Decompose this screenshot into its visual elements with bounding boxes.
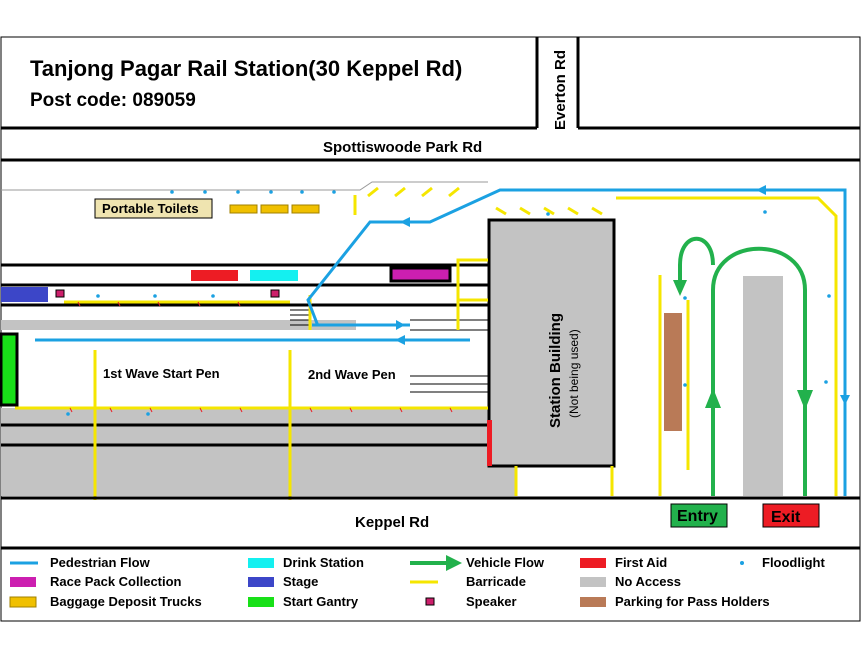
station-building-note: (Not being used)	[567, 329, 581, 418]
vehicle-flow	[678, 236, 807, 496]
legend-item: Drink Station	[248, 555, 364, 570]
no-access-island	[743, 276, 783, 496]
legend-label: Baggage Deposit Trucks	[50, 594, 202, 609]
legend-item: Race Pack Collection	[10, 574, 182, 589]
floodlights	[66, 190, 831, 416]
second-wave-pen-label: 2nd Wave Pen	[308, 367, 396, 382]
first-aid-post	[487, 420, 492, 466]
station-building-label: Station Building	[547, 313, 564, 428]
spottiswoode-road: Spottiswoode Park Rd	[1, 139, 860, 162]
legend-label: First Aid	[615, 555, 667, 570]
entry-sign: Entry	[670, 503, 728, 528]
legend-item: Parking for Pass Holders	[580, 594, 770, 609]
floodlight-icon	[740, 561, 744, 565]
portable-toilets: Portable Toilets	[94, 198, 213, 219]
legend-item: Baggage Deposit Trucks	[9, 594, 202, 609]
first-wave-pen-label: 1st Wave Start Pen	[103, 366, 220, 381]
first-aid-box	[191, 270, 238, 281]
legend-box-swatch	[248, 597, 274, 607]
legend-label: Parking for Pass Holders	[615, 594, 770, 609]
legend-label: No Access	[615, 574, 681, 589]
spottiswoode-road-label: Spottiswoode Park Rd	[323, 139, 482, 156]
vehicle-arrow-icon	[410, 555, 462, 571]
title-block: Tanjong Pagar Rail Station(30 Keppel Rd)…	[1, 37, 539, 130]
everton-road-label: Everton Rd	[552, 50, 569, 130]
drink-station	[250, 270, 298, 281]
legend-label: Race Pack Collection	[50, 574, 182, 589]
legend-label: Pedestrian Flow	[50, 555, 151, 570]
legend-box-swatch	[9, 596, 37, 608]
legend-item: No Access	[580, 574, 681, 589]
barricade-dashes	[367, 186, 603, 216]
legend-box-swatch	[248, 558, 274, 568]
legend-item: Pedestrian Flow	[10, 555, 151, 570]
legend-box-swatch	[248, 577, 274, 587]
legend-item: Stage	[248, 574, 318, 589]
entry-label: Entry	[677, 508, 718, 525]
race-pack-collection	[389, 266, 452, 283]
legend-item: Speaker	[425, 594, 517, 609]
no-access-zones	[1, 276, 783, 496]
legend-box-swatch	[580, 597, 606, 607]
legend-label: Drink Station	[283, 555, 364, 570]
pedestrian-arrows	[395, 185, 850, 405]
legend-box-swatch	[580, 558, 606, 568]
site-boundary	[1, 181, 488, 191]
legend-item: Vehicle Flow	[410, 555, 545, 571]
legend-item: First Aid	[580, 555, 667, 570]
portable-toilets-label: Portable Toilets	[102, 201, 199, 216]
speaker	[55, 289, 65, 298]
vehicle-arrows	[673, 280, 813, 410]
post-code: Post code: 089059	[30, 90, 196, 111]
legend-box-swatch	[580, 577, 606, 587]
rail-tracks	[1, 263, 488, 447]
map-title: Tanjong Pagar Rail Station(30 Keppel Rd)	[30, 56, 462, 81]
keppel-road-label: Keppel Rd	[355, 514, 429, 531]
no-access-lower	[1, 408, 516, 496]
pass-holder-parking	[664, 313, 682, 431]
start-gantry	[0, 332, 19, 407]
legend-item: Floodlight	[740, 555, 825, 570]
keppel-road: Keppel Rd	[1, 496, 860, 550]
legend-item: Barricade	[410, 574, 526, 589]
station-building: Station Building (Not being used)	[487, 218, 616, 468]
legend-label: Vehicle Flow	[466, 555, 545, 570]
no-access-strip	[1, 320, 356, 330]
legend-label: Floodlight	[762, 555, 825, 570]
speaker	[270, 289, 280, 298]
exit-sign: Exit	[762, 503, 820, 528]
legend-label: Start Gantry	[283, 594, 359, 609]
pen-lines	[290, 304, 488, 393]
legend-label: Speaker	[466, 594, 517, 609]
barricade-markers	[69, 301, 453, 413]
stage	[1, 287, 48, 302]
legend-item: Start Gantry	[248, 594, 359, 609]
legend-box-swatch	[10, 577, 36, 587]
baggage-deposit-trucks	[229, 204, 320, 214]
exit-label: Exit	[771, 509, 801, 526]
speaker-icon	[425, 597, 435, 606]
everton-road: Everton Rd	[552, 37, 860, 130]
barricades	[15, 195, 838, 500]
legend-label: Stage	[283, 574, 318, 589]
legend-label: Barricade	[466, 574, 526, 589]
